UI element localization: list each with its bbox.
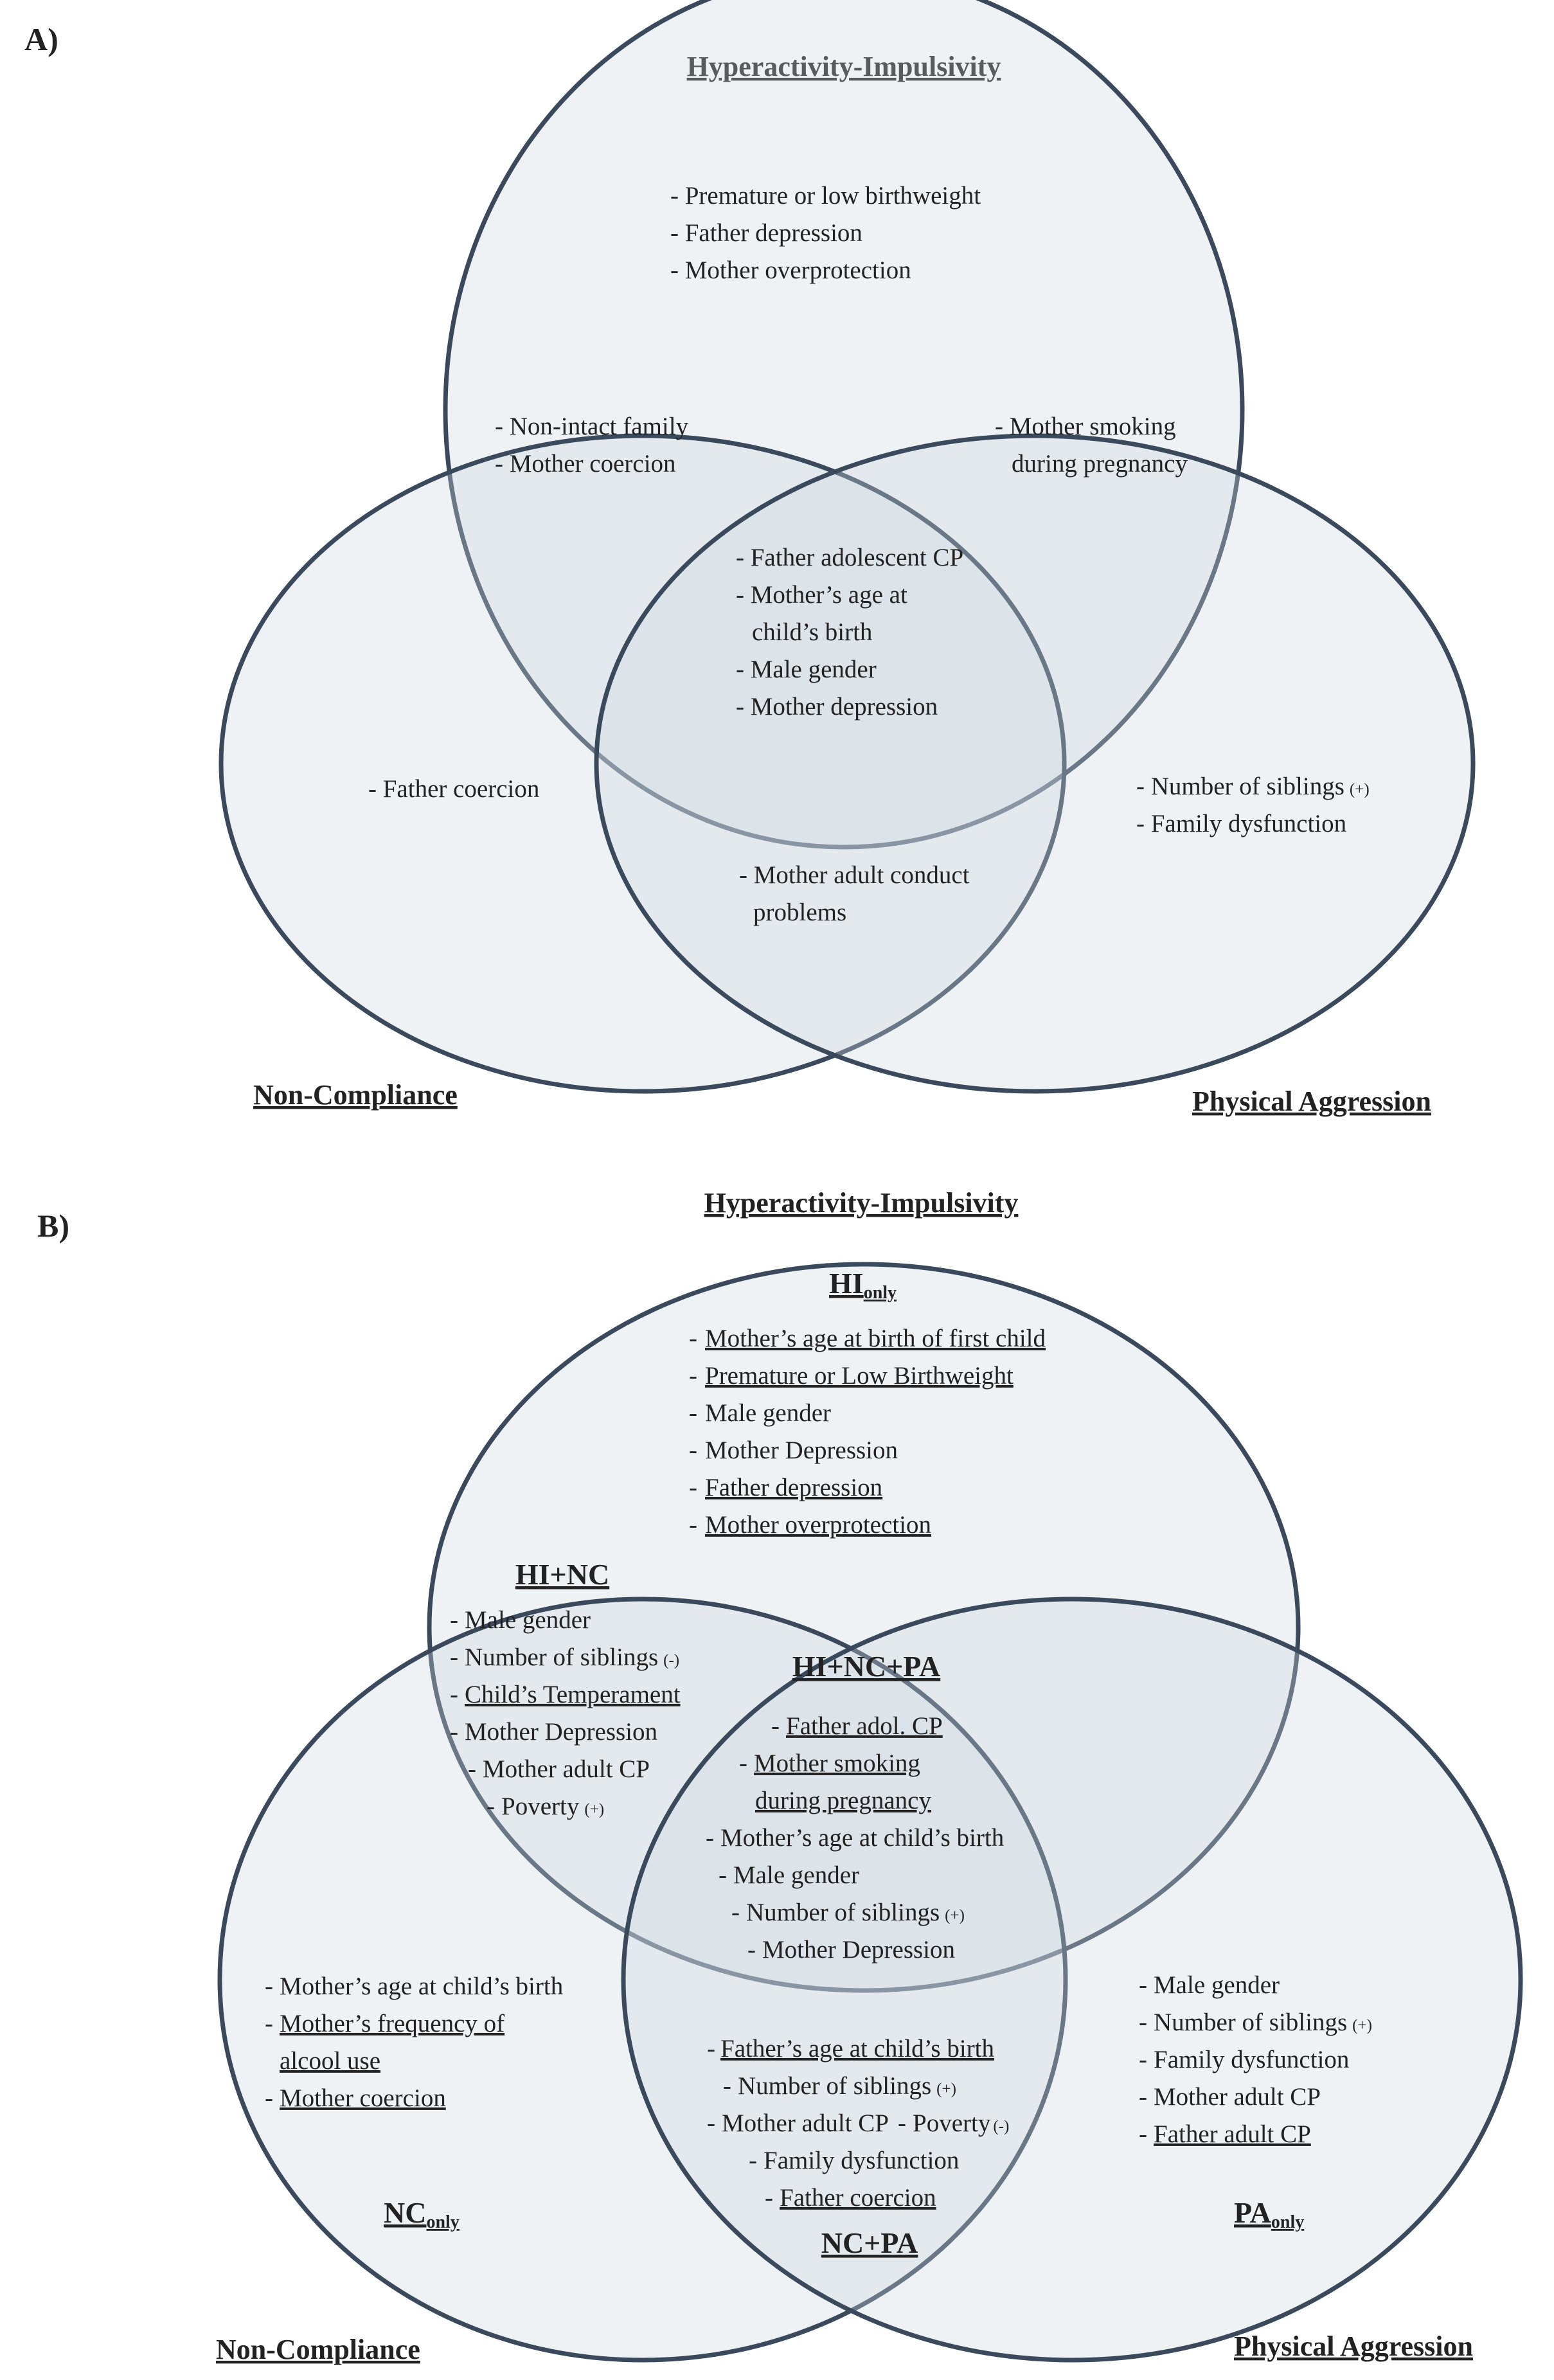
panel-b-hi-nc-6: -Poverty(+) [487, 1793, 604, 1820]
panel-a-hi-only-1: - Premature or low birthweight [670, 182, 981, 210]
panel-a-all-3: child’s birth [752, 618, 872, 646]
panel-a-hi-nc-1: - Non-intact family [495, 413, 689, 440]
panel-b-nc-pa-title: NC+PA [821, 2226, 918, 2259]
panel-b: B) Hyperactivity-Impulsivity HIonly -Mot… [37, 1187, 1523, 2365]
panel-b-pa-only-title: PAonly [1234, 2196, 1304, 2232]
panel-b-hi-nc-5: -Mother adult CP [468, 1755, 650, 1783]
panel-b-all-4: -Mother’s age at child’s birth [706, 1824, 1004, 1852]
panel-b-nc-pa-4: -Family dysfunction [749, 2147, 959, 2174]
panel-a-hi-only-3: - Mother overprotection [670, 256, 911, 284]
panel-a-nc-only-1: - Father coercion [368, 775, 539, 803]
panel-b-nc-circle [217, 1597, 1068, 2363]
panel-a-all-4: - Male gender [736, 656, 877, 683]
panel-b-hi-nc-1: -Male gender [450, 1606, 591, 1634]
panel-b-pa-only-1: -Male gender [1139, 1971, 1280, 1999]
panel-b-hi-only-6: -Mother overprotection [689, 1511, 931, 1539]
panel-b-pa-circle [621, 1597, 1523, 2363]
panel-a-label: A) [24, 21, 58, 57]
panel-b-nc-only-3: alcool use [280, 2047, 380, 2075]
panel-a-all-2: - Mother’s age at [736, 581, 907, 609]
panel-a-nc-circle [219, 433, 1067, 1094]
panel-a-hi-only-2: - Father depression [670, 219, 862, 247]
panel-a: A) Hyperactivity-Impulsivity - Premature… [24, 0, 1476, 1117]
panel-a-hi-pa-2: during pregnancy [1012, 450, 1188, 478]
panel-b-all-2: -Mother smoking [739, 1749, 920, 1777]
panel-b-nc-pa-3: -Mother adult CP-Poverty(-) [707, 2109, 1009, 2137]
panel-a-pa-only-2: - Family dysfunction [1136, 810, 1346, 837]
panel-b-pa-only-5: -Father adult CP [1139, 2120, 1311, 2148]
panel-b-all-1: -Father adol. CP [771, 1712, 943, 1740]
panel-b-hi-only-1: -Mother’s age at birth of first child [689, 1325, 1046, 1352]
panel-b-hi-only-3: -Male gender [689, 1399, 831, 1427]
panel-b-nc-only-1: -Mother’s age at child’s birth [265, 1973, 563, 2000]
panel-b-nc-pa-1: -Father’s age at child’s birth [707, 2035, 994, 2062]
panel-b-nc-pa-5: -Father coercion [765, 2184, 936, 2212]
panel-b-hi-only-2: -Premature or Low Birthweight [689, 1362, 1014, 1390]
panel-b-hi-title: Hyperactivity-Impulsivity [704, 1187, 1019, 1219]
panel-a-hi-pa-1: - Mother smoking [995, 413, 1176, 440]
panel-b-nc-pa-2: -Number of siblings(+) [723, 2072, 956, 2100]
panel-a-pa-only-1: - Number of siblings(+) [1136, 773, 1370, 800]
panel-b-nc-only-title: NConly [384, 2196, 460, 2232]
panel-a-hi-nc-2: - Mother coercion [495, 450, 676, 478]
panel-b-hi-only-4: -Mother Depression [689, 1436, 898, 1464]
panel-b-hi-nc-2: -Number of siblings(-) [450, 1643, 679, 1671]
panel-b-all-7: -Mother Depression [747, 1936, 955, 1964]
panel-a-hi-title: Hyperactivity-Impulsivity [687, 51, 1001, 82]
panel-b-hi-circle [427, 1262, 1301, 1993]
panel-b-label: B) [37, 1208, 69, 1244]
panel-b-all-title: HI+NC+PA [792, 1650, 940, 1683]
panel-b-pa-only-4: -Mother adult CP [1139, 2083, 1321, 2111]
panel-b-all-5: -Male gender [719, 1861, 859, 1889]
panel-b-hi-only-5: -Father depression [689, 1474, 882, 1501]
panel-b-pa-only-2: -Number of siblings(+) [1139, 2009, 1372, 2036]
panel-a-pa-title: Physical Aggression [1192, 1086, 1431, 1117]
panel-b-hi-nc-3: -Child’s Temperament [450, 1681, 681, 1708]
panel-a-nc-pa-2: problems [753, 899, 846, 926]
panel-a-all-5: - Mother depression [736, 693, 938, 720]
panel-a-hi-circle [443, 0, 1245, 850]
panel-b-hi-only-title: HIonly [829, 1267, 897, 1303]
panel-b-pa-title: Physical Aggression [1234, 2331, 1473, 2362]
panel-b-nc-only-2: -Mother’s frequency of [265, 2010, 505, 2037]
panel-b-pa-only-3: -Family dysfunction [1139, 2046, 1349, 2073]
panel-a-nc-pa-1: - Mother adult conduct [739, 861, 970, 889]
panel-b-all-6: -Number of siblings(+) [731, 1899, 965, 1926]
panel-a-all-1: - Father adolescent CP [736, 544, 963, 571]
panel-b-nc-only-4: -Mother coercion [265, 2084, 446, 2112]
panel-b-nc-title: Non-Compliance [216, 2334, 420, 2365]
panel-a-pa-circle [594, 433, 1476, 1094]
panel-b-hi-nc-title: HI+NC [515, 1558, 609, 1591]
panel-a-nc-title: Non-Compliance [253, 1079, 458, 1111]
panel-b-all-3: during pregnancy [755, 1787, 931, 1814]
panel-b-hi-nc-4: -Mother Depression [450, 1718, 657, 1746]
